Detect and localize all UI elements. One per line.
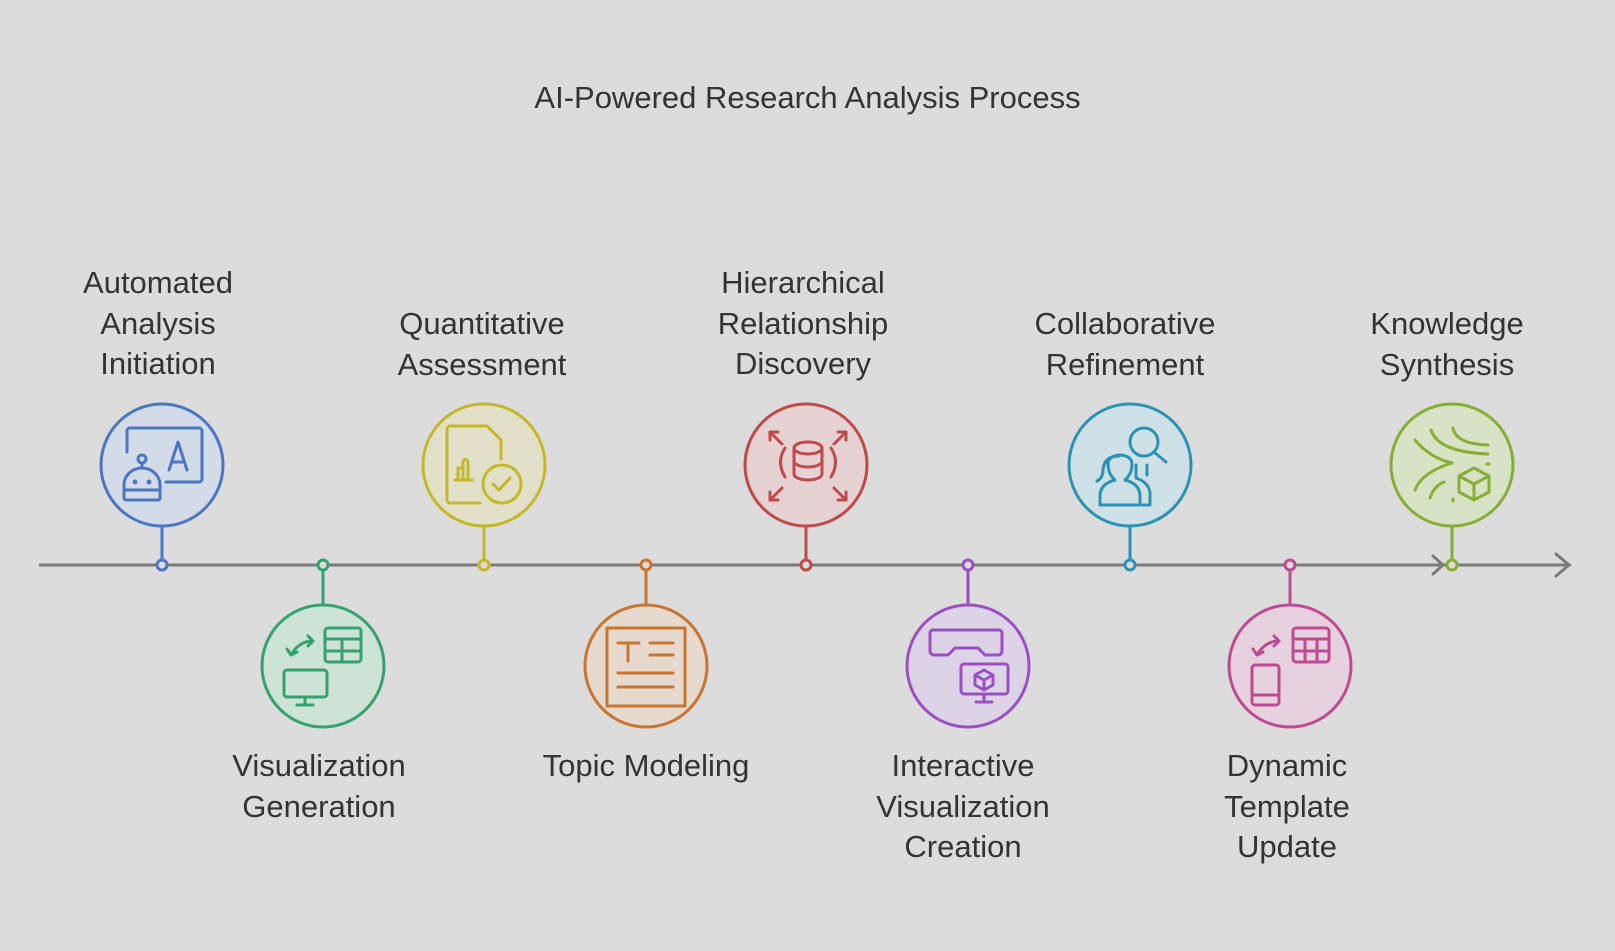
step-3-label: Quantitative Assessment: [362, 304, 602, 385]
label-line: Analysis: [100, 305, 216, 341]
label-line: Creation: [904, 829, 1022, 864]
converge-cube-icon: [1413, 426, 1491, 503]
label-line: Template: [1224, 788, 1350, 824]
chevron-marker-icon: [1431, 554, 1445, 576]
step-6-node: [905, 558, 1031, 729]
step-2-node: [260, 558, 386, 729]
step-9-label: Knowledge Synthesis: [1327, 304, 1567, 385]
step-7-node: [1067, 402, 1193, 572]
mobile-sync-table-icon: [1250, 626, 1331, 707]
diagram-title: AI-Powered Research Analysis Process: [534, 80, 1081, 115]
label-line: Collaborative: [1034, 306, 1216, 341]
step-8-label: Dynamic Template Update: [1167, 746, 1407, 868]
step-1-label: Automated Analysis Initiation: [38, 263, 278, 385]
label-line: Synthesis: [1379, 346, 1515, 382]
vr-headset-cube-icon: [928, 628, 1010, 704]
label-line: Quantitative: [399, 306, 565, 341]
label-line: Visualization: [232, 748, 406, 783]
step-1-node: [99, 402, 225, 572]
step-7-label: Collaborative Refinement: [1005, 304, 1245, 385]
label-line: Discovery: [734, 346, 872, 381]
label-line: Knowledge: [1370, 306, 1524, 341]
step-6-label: Interactive Visualization Creation: [843, 746, 1083, 868]
arrow-head-icon: [1554, 552, 1571, 578]
label-line: Dynamic: [1226, 748, 1348, 783]
step-9-node: [1389, 402, 1515, 572]
step-5-node: [743, 402, 869, 572]
label-line: Visualization: [876, 788, 1050, 824]
step-4-label: Topic Modeling: [496, 746, 796, 787]
label-line: Refinement: [1045, 346, 1205, 382]
label-line: Topic Modeling: [542, 748, 750, 783]
label-line: Relationship: [717, 305, 889, 341]
step-5-label: Hierarchical Relationship Discovery: [683, 263, 923, 385]
step-3-node: [421, 402, 547, 572]
step-2-label: Visualization Generation: [199, 746, 439, 827]
label-line: Update: [1237, 829, 1337, 864]
label-line: Initiation: [100, 346, 216, 381]
label-line: Interactive: [891, 748, 1035, 783]
label-line: Automated: [83, 265, 233, 300]
data-sync-table-monitor-icon: [282, 626, 363, 707]
database-expand-icon: [768, 430, 848, 502]
robot-presentation-icon: [122, 426, 204, 502]
label-line: Generation: [242, 788, 396, 824]
label-line: Hierarchical: [721, 265, 885, 300]
label-line: Assessment: [397, 346, 567, 382]
step-4-node: [583, 558, 709, 729]
users-search-icon: [1095, 426, 1168, 507]
step-8-node: [1227, 558, 1353, 729]
report-check-icon: [445, 424, 523, 505]
text-document-icon: [605, 626, 687, 708]
